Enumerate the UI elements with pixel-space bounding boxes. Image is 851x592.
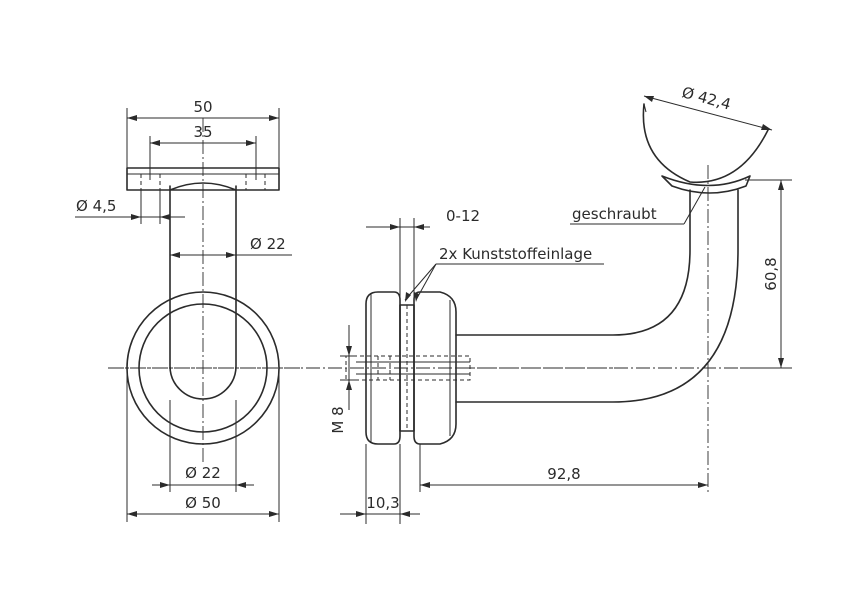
dim-tube-diameter-bottom: Ø 22: [185, 464, 221, 482]
dim-disc-diameter: Ø 50: [185, 494, 221, 512]
arm-inner-edge: [455, 189, 691, 336]
dim-thread: M 8: [329, 406, 347, 433]
dim-hole-diameter: Ø 4,5: [76, 197, 116, 215]
side-view: Ø 42,4 geschraubt 60,8 0-12 2x Kunststof…: [108, 83, 792, 524]
dim-tube-diameter-top: Ø 22: [250, 235, 286, 253]
dim-width-50: 50: [193, 98, 212, 116]
dim-length: 92,8: [547, 465, 580, 483]
handrail-section: [642, 103, 769, 184]
dim-height: 60,8: [762, 257, 780, 290]
rail-saddle: [661, 175, 751, 194]
dim-width-35: 35: [193, 123, 212, 141]
screwed-note: geschraubt: [572, 205, 657, 223]
dim-thickness: 10,3: [366, 494, 399, 512]
insert-note: 2x Kunststoffeinlage: [439, 245, 592, 263]
front-view: 50 35 Ø 4,5 Ø 22 Ø 22 Ø 50: [75, 98, 300, 522]
dim-rail-diameter: Ø 42,4: [680, 83, 733, 113]
glass-clamp-left: [365, 291, 401, 445]
arm-outer-edge: [455, 189, 739, 403]
dim-gap: 0-12: [446, 207, 480, 225]
